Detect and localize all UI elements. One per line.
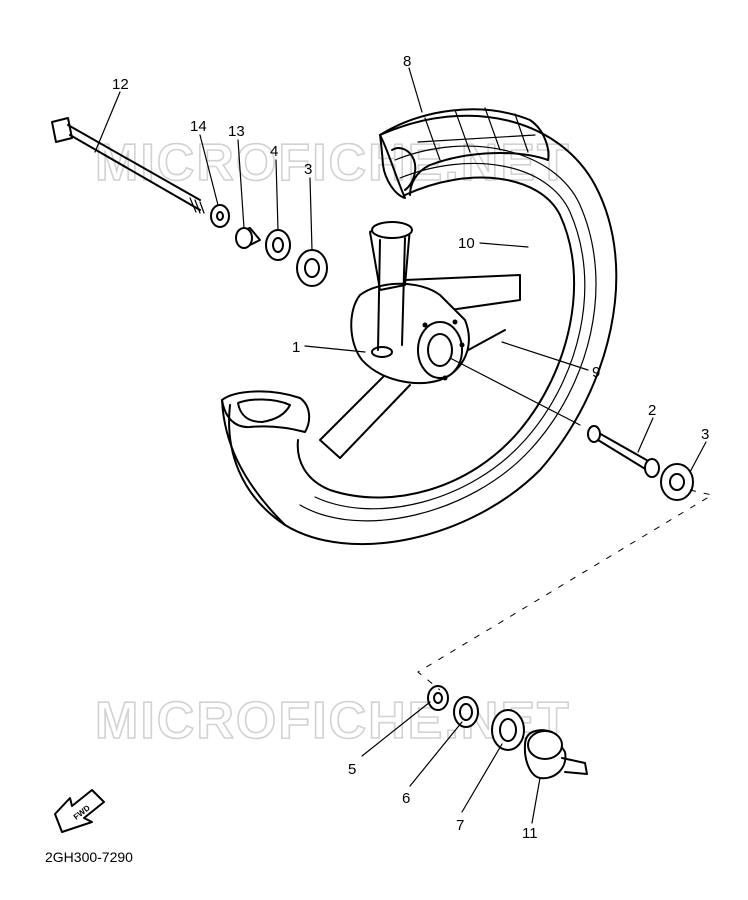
callout-10: 10 [458, 235, 475, 252]
speedometer-gear-unit [523, 729, 588, 780]
callout-3-left: 3 [304, 161, 312, 178]
callout-5: 5 [348, 761, 356, 778]
bearing-lower [491, 709, 525, 751]
oil-seal-lower [453, 696, 479, 728]
watermark-bottom: MICROFICHE.NET [95, 692, 571, 750]
assembly-path [417, 489, 714, 691]
callout-1: 1 [292, 339, 300, 356]
part-number: 2GH300-7290 [45, 849, 133, 865]
leader-lines [94, 67, 707, 824]
callout-12: 12 [112, 76, 129, 93]
bearing-right [660, 463, 694, 501]
callout-8: 8 [403, 53, 411, 70]
callout-14: 14 [190, 118, 207, 135]
callout-2: 2 [648, 402, 656, 419]
callout-7: 7 [456, 817, 464, 834]
axle [51, 117, 205, 214]
callout-9: 9 [592, 364, 600, 381]
callout-6: 6 [402, 790, 410, 807]
watermark-top: MICROFICHE.NET [95, 134, 571, 192]
callouts: 12 14 13 4 3 8 10 1 9 2 3 5 6 7 11 [112, 53, 709, 842]
callout-4: 4 [270, 143, 278, 160]
fwd-arrow: FWD [54, 789, 105, 833]
wheel-hub [350, 221, 470, 384]
washer [210, 204, 230, 228]
collar [235, 227, 261, 249]
oil-seal [265, 229, 291, 261]
callout-13: 13 [228, 123, 245, 140]
bearing-left [296, 249, 328, 287]
callout-11: 11 [522, 825, 538, 842]
tire [221, 107, 618, 546]
spacer [587, 425, 660, 478]
callout-3-right: 3 [701, 426, 709, 443]
meter-clutch [427, 685, 449, 711]
